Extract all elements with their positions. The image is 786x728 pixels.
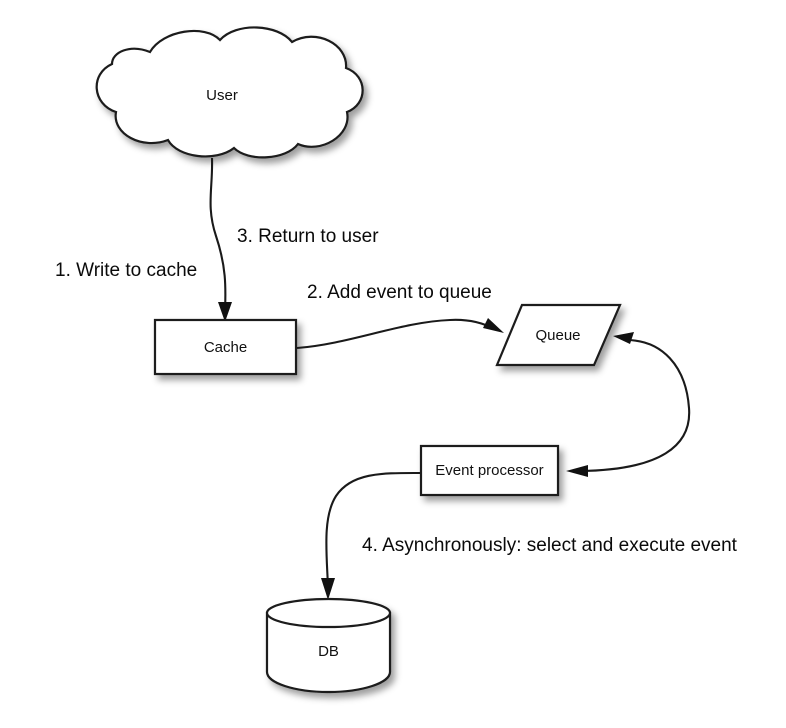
step-label-3: 3. Return to user — [237, 226, 379, 247]
edge-event-processor-to-db — [321, 471, 421, 600]
step-label-1: 1. Write to cache — [55, 260, 197, 281]
edge-line-cache-to-queue — [296, 318, 495, 350]
node-event-processor[interactable]: Event processor — [419, 444, 560, 497]
arrowhead-into-queue — [483, 318, 504, 333]
node-queue[interactable]: Queue — [495, 303, 622, 367]
node-user[interactable]: User — [95, 26, 364, 159]
node-db[interactable]: DB — [265, 597, 392, 694]
node-label-db: DB — [318, 643, 339, 660]
arrowhead-into-event-processor — [566, 465, 588, 477]
arrowhead-into-queue-return — [613, 332, 634, 344]
node-cache[interactable]: Cache — [153, 318, 298, 376]
node-label-cache: Cache — [204, 339, 247, 356]
step-label-4: 4. Asynchronously: select and execute ev… — [362, 535, 738, 556]
edge-queue-to-event-processor — [566, 332, 691, 477]
edge-line-user-to-cache — [209, 157, 227, 313]
arrowhead-into-db — [321, 578, 335, 600]
step-label-2: 2. Add event to queue — [307, 282, 492, 303]
node-label-event-processor: Event processor — [435, 462, 543, 479]
arrowhead-into-cache — [218, 302, 232, 322]
node-label-queue: Queue — [535, 327, 580, 344]
node-label-user: User — [206, 87, 238, 104]
edge-cache-to-queue — [296, 318, 504, 350]
edge-line-queue-event-processor — [579, 338, 691, 473]
edge-user-to-cache — [209, 157, 232, 322]
edge-line-event-processor-to-db — [325, 471, 421, 589]
